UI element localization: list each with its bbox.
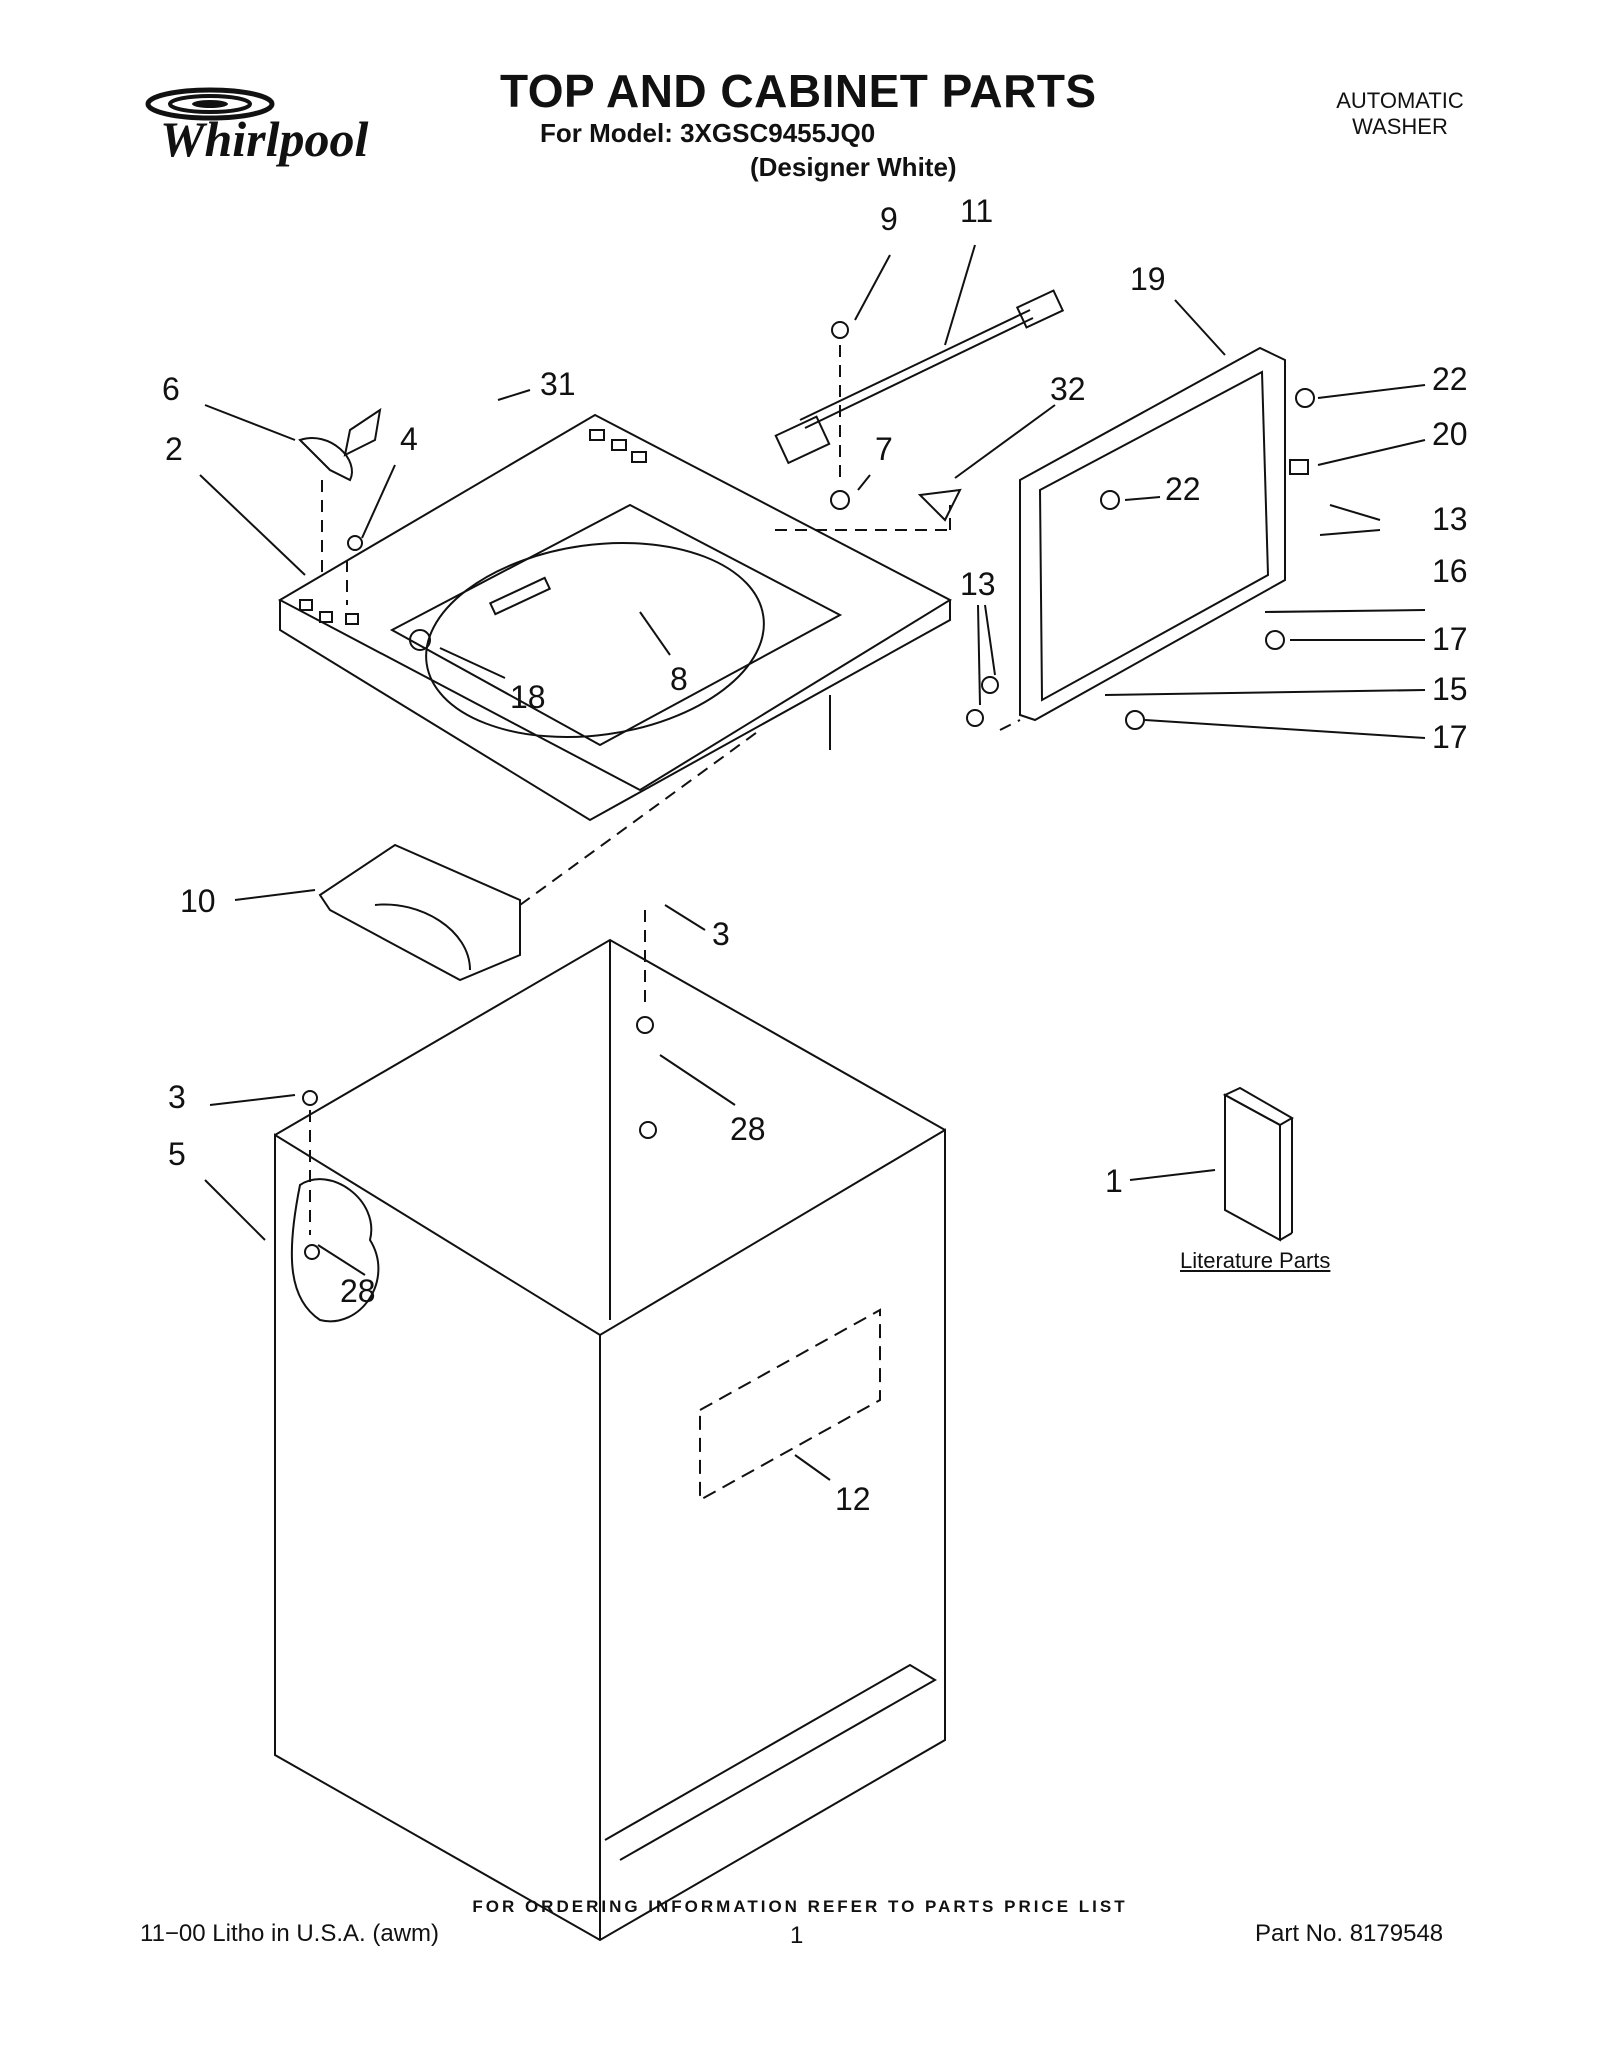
literature-parts-label: Literature Parts: [1180, 1248, 1331, 1273]
callout-22-b: 22: [1165, 471, 1201, 507]
top-panel-part: [277, 413, 953, 822]
callout-leaders: [199, 244, 1426, 1481]
callout-5: 5: [168, 1136, 186, 1172]
callout-12: 12: [835, 1481, 871, 1517]
callout-7: 7: [875, 431, 893, 467]
callout-15: 15: [1432, 671, 1468, 707]
callout-22-a: 22: [1432, 361, 1468, 397]
callout-18: 18: [510, 679, 546, 715]
callout-13-a: 13: [1432, 501, 1468, 537]
callout-28-a: 28: [730, 1111, 766, 1147]
callout-4: 4: [400, 421, 418, 457]
logo-swirl-icon: [145, 87, 275, 121]
console-frame-part: [1019, 346, 1286, 722]
callout-20: 20: [1432, 416, 1468, 452]
callout-13-b: 13: [960, 566, 996, 602]
appliance-type-line2: WASHER: [1352, 114, 1448, 139]
page-title: TOP AND CABINET PARTS: [500, 65, 1097, 117]
air-dome-part: [318, 843, 521, 982]
variant-line: (Designer White): [750, 152, 957, 182]
callout-11: 11: [960, 193, 993, 229]
model-line: For Model: 3XGSC9455JQ0: [540, 118, 876, 148]
callout-10: 10: [180, 883, 216, 919]
alignment-lines: [309, 345, 1021, 1235]
cabinet-part: [274, 938, 946, 1942]
litho-info: 11−00 Litho in U.S.A. (awm): [140, 1920, 440, 1947]
literature-part: [1222, 1086, 1294, 1242]
callout-numbers: 9 11 19 6 31 32 22 20 2 4 7 22 13 13 16 …: [162, 193, 1468, 1517]
ordering-note: FOR ORDERING INFORMATION REFER TO PARTS …: [472, 1897, 1128, 1916]
callout-6: 6: [162, 371, 180, 407]
callout-3-b: 3: [168, 1079, 186, 1115]
callout-8: 8: [670, 661, 688, 697]
callout-1: 1: [1105, 1163, 1123, 1199]
callout-9: 9: [880, 201, 898, 237]
callout-16: 16: [1432, 553, 1468, 589]
wire-harness-part: [774, 289, 1065, 465]
page-number: 1: [790, 1922, 804, 1949]
callout-28-b: 28: [340, 1273, 376, 1309]
fastener-parts: [298, 321, 1315, 1260]
callout-31: 31: [540, 366, 576, 402]
appliance-type-line1: AUTOMATIC: [1336, 88, 1464, 113]
callout-32: 32: [1050, 371, 1086, 407]
callout-3-a: 3: [712, 916, 730, 952]
callout-17-a: 17: [1432, 621, 1468, 657]
callout-19: 19: [1130, 261, 1166, 297]
part-number: Part No. 8179548: [1255, 1920, 1444, 1947]
callout-2: 2: [165, 431, 183, 467]
callout-17-b: 17: [1432, 719, 1468, 755]
brand-wordmark: Whirlpool: [160, 111, 369, 167]
